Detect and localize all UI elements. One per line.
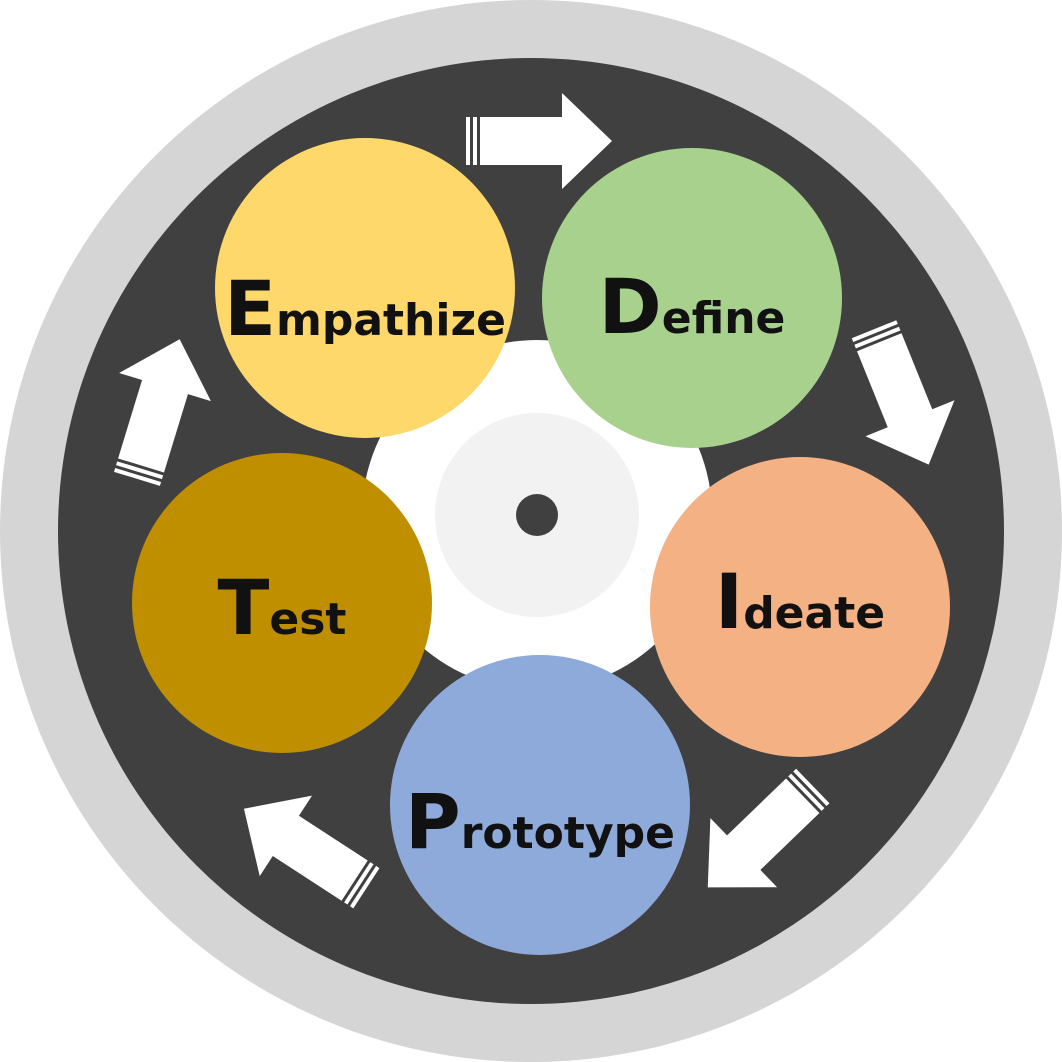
stage-empathize: Empathize bbox=[215, 138, 515, 438]
stage-label-rest: efine bbox=[662, 293, 786, 344]
stage-label-rest: mpathize bbox=[276, 295, 506, 346]
stage-label-initial: E bbox=[224, 264, 276, 353]
arrow-up-left-icon bbox=[243, 795, 380, 909]
stage-circle bbox=[650, 457, 950, 757]
stage-label: Prototype bbox=[405, 777, 675, 866]
arrows-layer bbox=[113, 93, 955, 909]
arrow-down-left-icon bbox=[707, 768, 830, 888]
stage-circle bbox=[390, 655, 690, 955]
stage-label-initial: P bbox=[405, 777, 461, 866]
stage-label-rest: rototype bbox=[461, 808, 675, 859]
arrow-right-icon bbox=[466, 93, 612, 189]
stage-test: Test bbox=[132, 453, 432, 753]
stage-circle bbox=[215, 138, 515, 438]
stage-ideate: Ideate bbox=[650, 457, 950, 757]
stage-label: Test bbox=[218, 563, 347, 652]
hub-dot bbox=[516, 494, 558, 536]
stage-define: Define bbox=[542, 148, 842, 448]
arrow-down-right-icon bbox=[851, 320, 955, 465]
stage-circle bbox=[542, 148, 842, 448]
stage-label-rest: est bbox=[269, 594, 346, 645]
stage-label-initial: I bbox=[715, 557, 743, 646]
stage-prototype: Prototype bbox=[390, 655, 690, 955]
stage-label-initial: D bbox=[599, 262, 662, 351]
stage-label: Define bbox=[599, 262, 786, 351]
stage-label: Ideate bbox=[715, 557, 885, 646]
arrow-up-icon bbox=[113, 339, 211, 486]
stage-label-rest: deate bbox=[743, 588, 885, 639]
stage-circle bbox=[132, 453, 432, 753]
stage-label-initial: T bbox=[218, 563, 270, 652]
stage-label: Empathize bbox=[224, 264, 506, 353]
